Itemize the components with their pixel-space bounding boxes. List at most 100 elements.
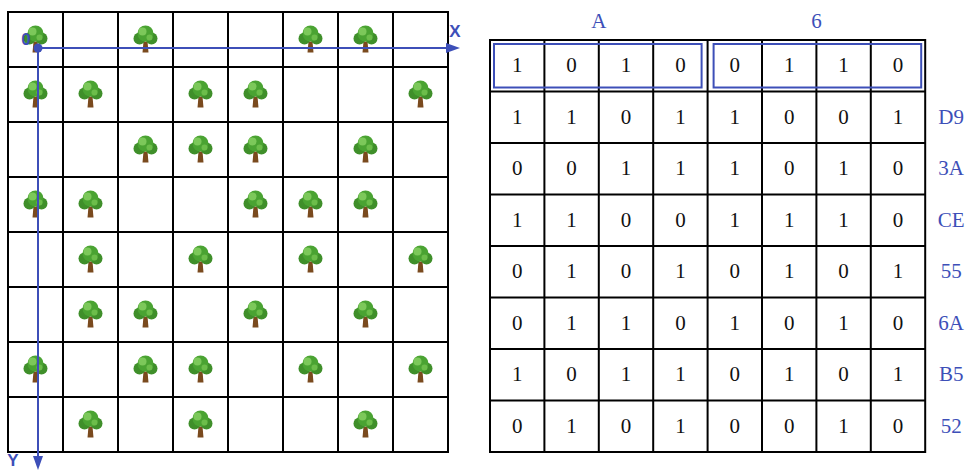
tree-icon: [409, 246, 433, 273]
bit-cell: 0: [599, 246, 653, 298]
bit-cell: 1: [653, 401, 707, 453]
tree-icon: [409, 81, 433, 108]
tree-icon: [354, 411, 378, 438]
bit-cell: 1: [762, 246, 816, 298]
bit-cell: 0: [762, 401, 816, 453]
bit-cell: 0: [708, 40, 762, 92]
bit-cell: 0: [544, 143, 598, 195]
bit-cell: 0: [708, 401, 762, 453]
bit-cell: 0: [653, 298, 707, 350]
axis-label: X: [446, 22, 464, 42]
grid-line: [8, 286, 448, 288]
table-line: [815, 40, 817, 452]
tree-icon: [134, 136, 158, 163]
bit-cell: 1: [599, 349, 653, 401]
bit-cell: 1: [653, 143, 707, 195]
bit-cell: 0: [599, 92, 653, 144]
bit-cell: 0: [653, 40, 707, 92]
bit-cell: 1: [490, 92, 544, 144]
hex-row-label: D9: [927, 92, 971, 144]
grid-line: [8, 396, 448, 398]
table-line: [490, 245, 925, 247]
bit-cell: 1: [762, 195, 816, 247]
hex-row-label: 52: [927, 401, 971, 453]
bit-cell: 1: [544, 195, 598, 247]
bit-cell: 1: [871, 246, 925, 298]
bit-cell: 0: [490, 298, 544, 350]
tree-icon: [244, 81, 268, 108]
bit-cell: 0: [708, 349, 762, 401]
bit-cell: 1: [653, 349, 707, 401]
grid-border: [8, 12, 448, 452]
bit-cell: 0: [490, 143, 544, 195]
tree-icon: [134, 356, 158, 383]
table-line: [490, 348, 925, 350]
bit-cell: 0: [544, 349, 598, 401]
tree-icon: [354, 301, 378, 328]
hex-digit-label: A: [490, 6, 708, 36]
hex-row-label: 55: [927, 246, 971, 298]
tree-icon: [189, 81, 213, 108]
tree-icon: [244, 191, 268, 218]
tree-icon: [299, 246, 323, 273]
tree-icon: [299, 191, 323, 218]
bit-cell: 0: [599, 195, 653, 247]
bit-cell: 1: [544, 298, 598, 350]
table-line: [490, 297, 925, 299]
bit-cell: 0: [816, 92, 870, 144]
x-axis: [38, 47, 448, 49]
bit-cell: 1: [490, 195, 544, 247]
bit-cell: 0: [816, 246, 870, 298]
table-line: [870, 40, 872, 452]
bit-cell: 0: [762, 143, 816, 195]
bit-cell: 0: [762, 92, 816, 144]
y-axis: [37, 48, 39, 458]
bit-cell: 1: [544, 246, 598, 298]
tree-icon: [244, 301, 268, 328]
bit-cell: 1: [490, 349, 544, 401]
hex-row-label: 3A: [927, 143, 971, 195]
bit-cell: 1: [816, 143, 870, 195]
tree-icon: [354, 136, 378, 163]
bit-cell: 1: [816, 195, 870, 247]
grid-line: [8, 341, 448, 343]
tree-icon: [354, 191, 378, 218]
bit-cell: 1: [762, 349, 816, 401]
tree-icon: [24, 81, 48, 108]
bit-cell: 0: [871, 40, 925, 92]
bit-cell: 1: [599, 298, 653, 350]
bit-cell: 1: [544, 92, 598, 144]
bit-cell: 1: [762, 40, 816, 92]
tree-icon: [189, 246, 213, 273]
tree-icon: [79, 411, 103, 438]
hex-row-label: CE: [927, 195, 971, 247]
bit-cell: 1: [816, 298, 870, 350]
tree-icon: [79, 301, 103, 328]
tree-icon: [24, 356, 48, 383]
bit-cell: 0: [816, 349, 870, 401]
tree-icon: [79, 191, 103, 218]
hex-row-label: 6A: [927, 298, 971, 350]
x-arrow: [446, 43, 460, 53]
tree-icon: [189, 411, 213, 438]
bit-cell: 0: [490, 401, 544, 453]
bit-cell: 1: [490, 40, 544, 92]
origin-dot: [34, 44, 43, 53]
bit-cell: 0: [708, 246, 762, 298]
y-arrow: [33, 456, 43, 470]
bit-cell: 1: [599, 143, 653, 195]
bit-cell: 1: [653, 246, 707, 298]
tree-icon: [24, 191, 48, 218]
bit-cell: 0: [871, 298, 925, 350]
nibble-box: [494, 44, 702, 88]
hex-row-label: B5: [927, 349, 971, 401]
tree-icon: [79, 246, 103, 273]
bit-cell: 1: [653, 92, 707, 144]
bit-cell: 1: [708, 195, 762, 247]
tree-icon: [244, 136, 268, 163]
grid-line: [282, 12, 284, 452]
bit-cell: 0: [871, 401, 925, 453]
bit-cell: 0: [762, 298, 816, 350]
bit-cell: 0: [871, 143, 925, 195]
